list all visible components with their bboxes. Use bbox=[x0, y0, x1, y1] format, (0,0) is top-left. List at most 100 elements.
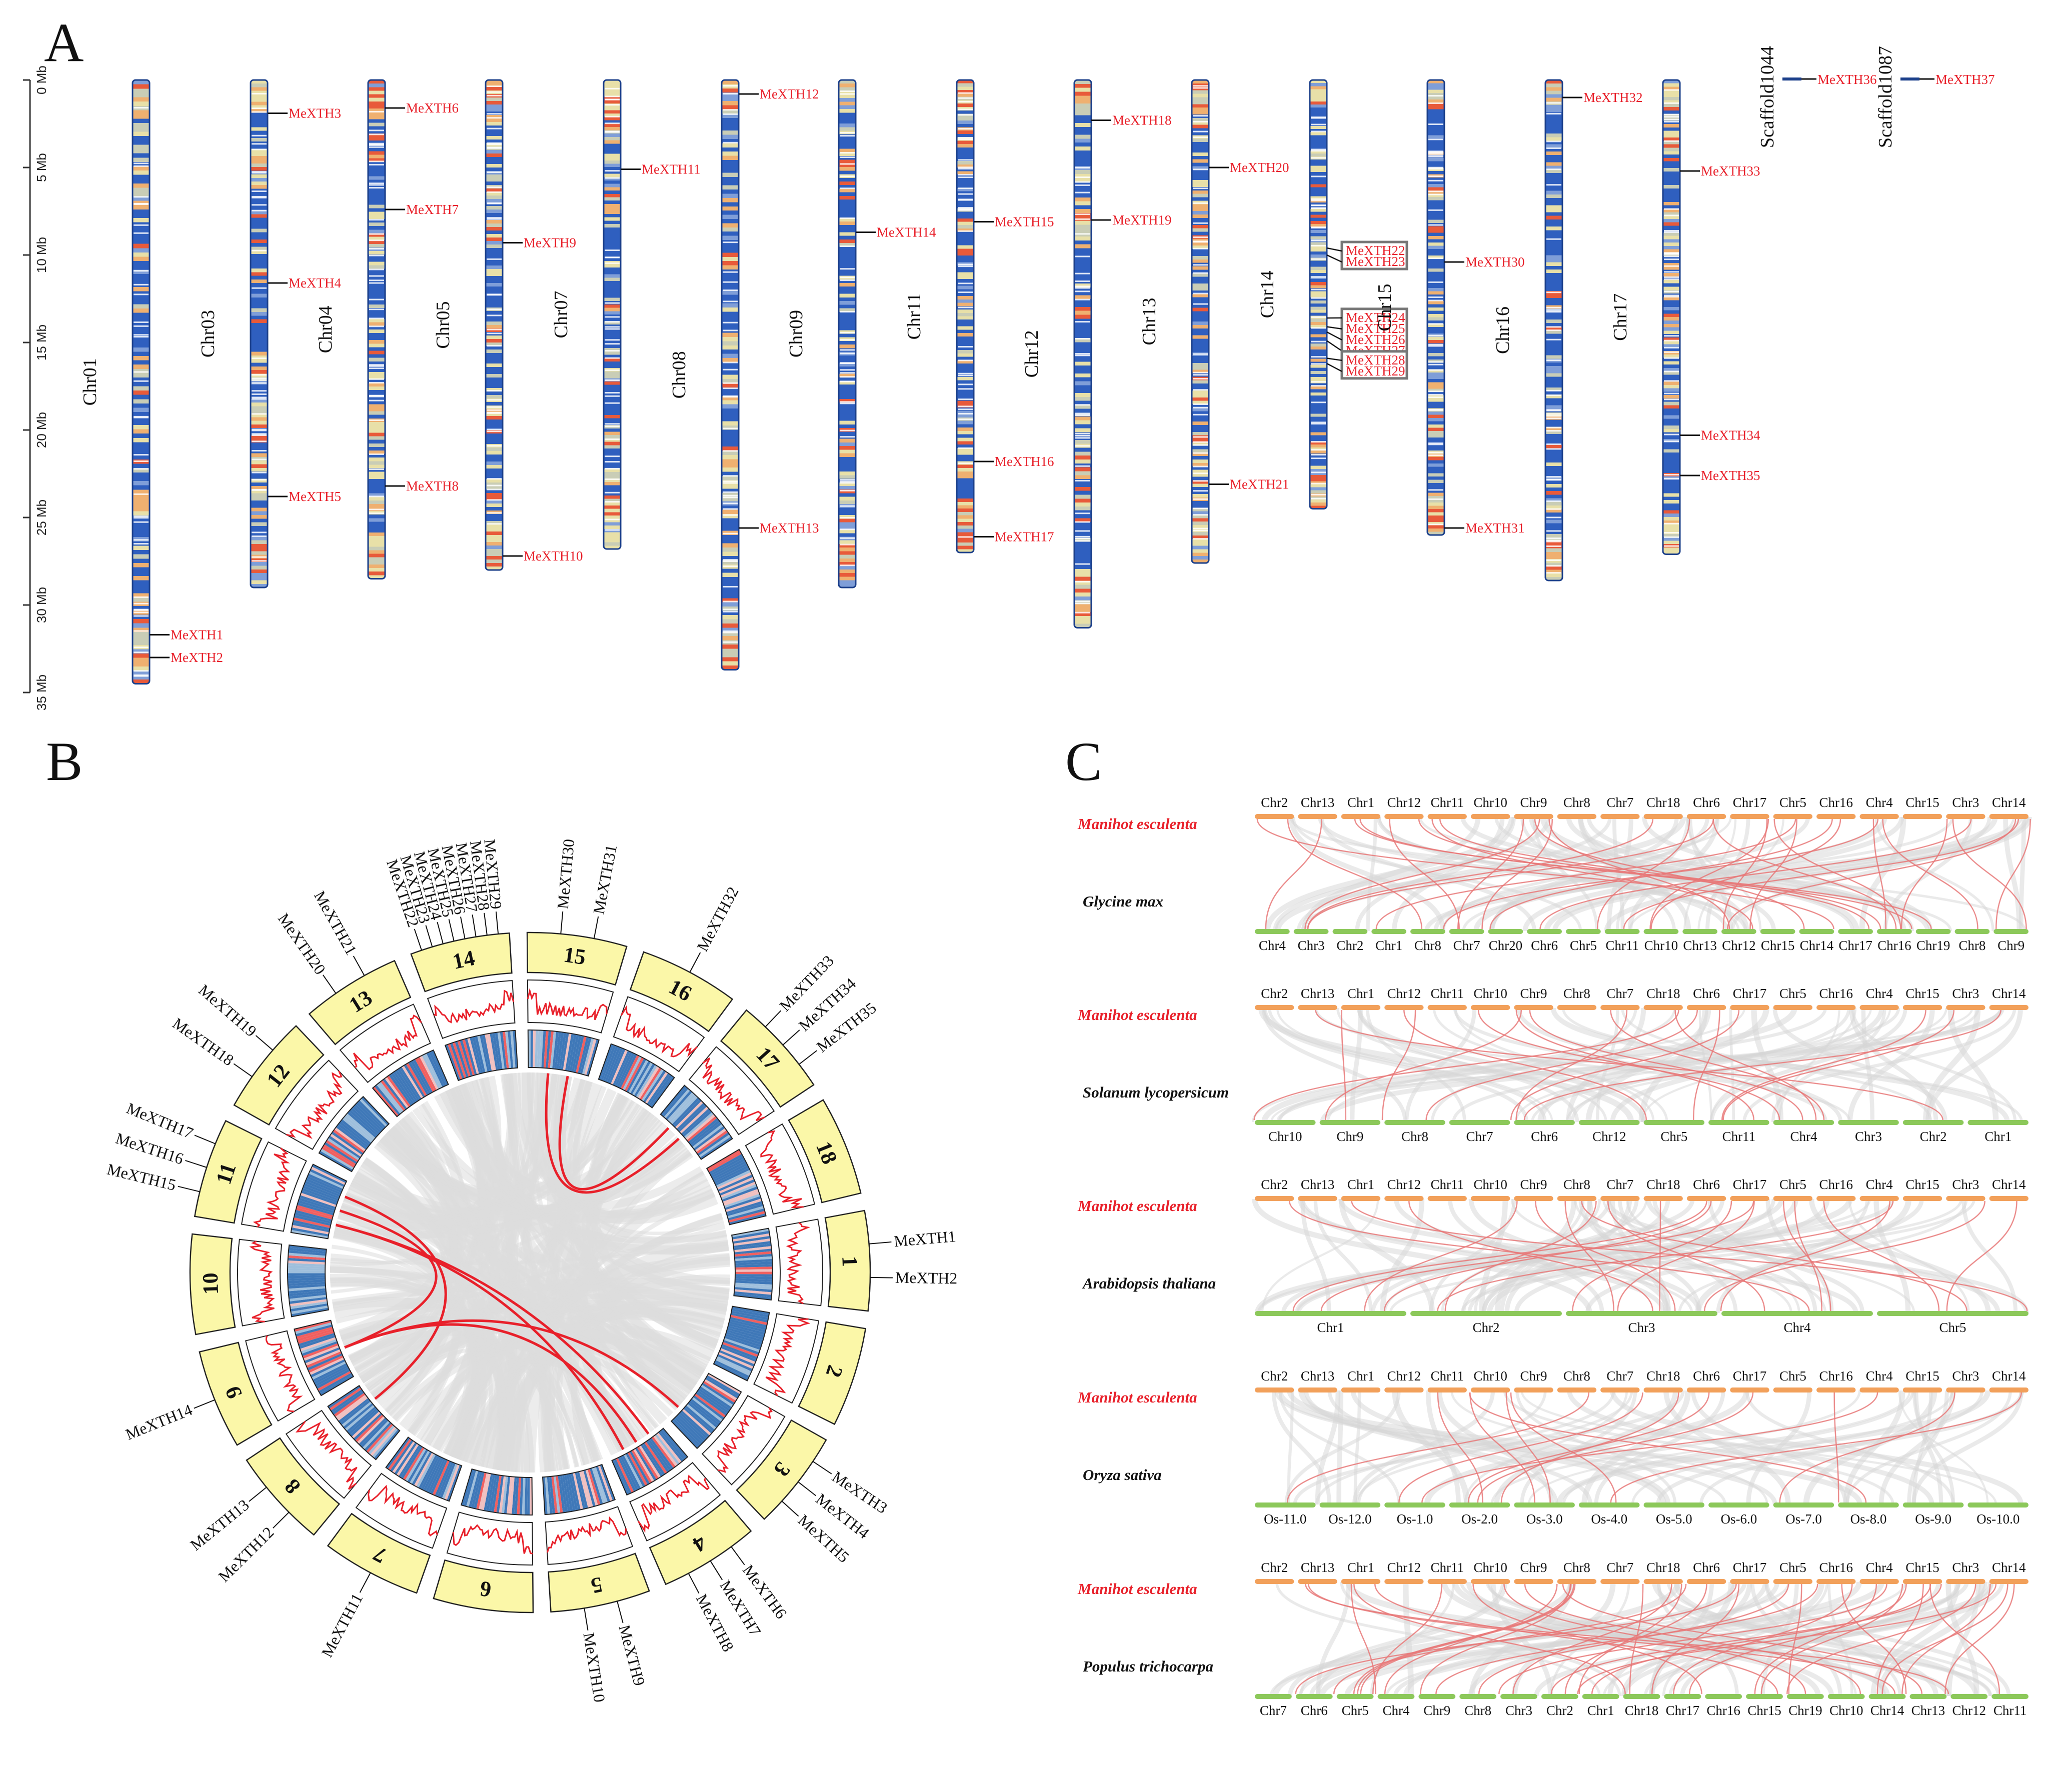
bottom-chr-label: Chr5 bbox=[1660, 1129, 1687, 1144]
heat-cell bbox=[455, 1041, 469, 1078]
band-stripe bbox=[1546, 443, 1561, 445]
band-stripe bbox=[1664, 346, 1679, 348]
heat-cell bbox=[304, 1183, 340, 1199]
heat-cell bbox=[641, 1068, 664, 1102]
heat-cell bbox=[347, 1111, 377, 1138]
heat-cell bbox=[548, 1030, 554, 1068]
band-stripe bbox=[1311, 441, 1326, 443]
bottom-chr-label: Chr1 bbox=[1317, 1320, 1344, 1335]
heat-cell bbox=[732, 1306, 770, 1316]
band-stripe bbox=[1193, 272, 1208, 274]
heat-cell bbox=[690, 1398, 722, 1424]
top-chr-label: Chr6 bbox=[1693, 986, 1720, 1001]
top-chr-label: Chr8 bbox=[1563, 1560, 1590, 1575]
synteny-link bbox=[1539, 818, 1972, 930]
band-stripe bbox=[840, 564, 855, 566]
synteny-link bbox=[1256, 818, 1834, 930]
heat-cell bbox=[412, 1451, 432, 1486]
gene-label: MeXTH30 bbox=[1465, 254, 1524, 270]
top-chr-label: Chr12 bbox=[1387, 1177, 1421, 1192]
heat-cell bbox=[733, 1240, 771, 1248]
density-line bbox=[546, 1516, 627, 1553]
chr-block bbox=[233, 1024, 325, 1126]
gene-tick bbox=[255, 1035, 274, 1051]
band-stripe bbox=[1075, 434, 1090, 436]
synteny-link bbox=[1510, 1010, 1740, 1120]
synteny-link bbox=[1307, 818, 1714, 930]
heat-cell bbox=[472, 1036, 484, 1074]
band-stripe bbox=[958, 398, 973, 400]
synteny-link bbox=[1292, 1200, 1707, 1312]
top-chr-label: Chr9 bbox=[1520, 1177, 1547, 1192]
band-stripe bbox=[487, 218, 502, 220]
top-chr-bar bbox=[1816, 1005, 1856, 1010]
band-stripe bbox=[1546, 500, 1561, 502]
band-stripe bbox=[1664, 208, 1679, 210]
synteny-link bbox=[1478, 1584, 1789, 1694]
top-chr-bar bbox=[1989, 1579, 2028, 1584]
heat-cell bbox=[624, 1057, 644, 1092]
heat-cell bbox=[298, 1332, 335, 1346]
bottom-chr-bar bbox=[1410, 1311, 1562, 1316]
heat-cell bbox=[492, 1032, 501, 1070]
heat-cell bbox=[702, 1382, 735, 1406]
synteny-background bbox=[1520, 1390, 1997, 1505]
band-stripe bbox=[1428, 151, 1443, 153]
chr-block bbox=[410, 932, 513, 992]
band-stripe bbox=[1193, 508, 1208, 510]
bottom-chr-label: Os-12.0 bbox=[1328, 1512, 1371, 1526]
chromosome-bar bbox=[956, 79, 975, 554]
band-stripe bbox=[134, 539, 149, 541]
top-chr-label: Chr17 bbox=[1733, 1560, 1767, 1575]
synteny-link bbox=[1437, 1200, 1894, 1312]
heat-cell bbox=[398, 1444, 421, 1478]
band-stripe bbox=[1193, 378, 1208, 380]
band-stripe bbox=[1075, 437, 1090, 439]
band-stripe bbox=[134, 107, 149, 109]
band-stripe bbox=[1428, 442, 1443, 444]
heat-cell bbox=[342, 1117, 373, 1143]
band-stripe bbox=[1546, 326, 1561, 328]
band-stripe bbox=[605, 501, 620, 503]
band-stripe bbox=[1193, 490, 1208, 492]
heat-cell bbox=[580, 1037, 592, 1074]
heat-cell bbox=[295, 1322, 332, 1334]
synteny-background bbox=[1404, 1008, 1477, 1122]
heat-cell bbox=[407, 1449, 429, 1483]
gene-label: MeXTH20 bbox=[1230, 160, 1289, 175]
heat-cell bbox=[735, 1264, 773, 1268]
chromosome-label: Chr04 bbox=[315, 306, 336, 353]
bottom-chr-bar bbox=[1993, 929, 2028, 934]
band-stripe bbox=[958, 230, 973, 232]
band-stripe bbox=[840, 246, 855, 248]
heat-cell bbox=[314, 1365, 349, 1384]
synteny-link bbox=[1722, 1010, 1955, 1120]
heat-cell bbox=[288, 1258, 326, 1262]
top-chr-label: Chr10 bbox=[1473, 1177, 1507, 1192]
gene-tick bbox=[472, 914, 477, 937]
heat-cell bbox=[734, 1244, 772, 1250]
synteny-link bbox=[1421, 1392, 1878, 1503]
band-stripe bbox=[487, 128, 502, 130]
top-chr-bar bbox=[1255, 1579, 1294, 1584]
gene-label: MeXTH35 bbox=[1701, 468, 1760, 483]
band-stripe bbox=[134, 196, 149, 198]
top-chr-label: Chr9 bbox=[1520, 1560, 1547, 1575]
heat-cell bbox=[311, 1166, 346, 1185]
gene-label: MeXTH36 bbox=[1817, 72, 1876, 87]
band-stripe bbox=[1193, 452, 1208, 454]
band-stripe bbox=[1193, 87, 1208, 89]
band-stripe bbox=[723, 85, 738, 87]
band-stripe bbox=[487, 523, 502, 525]
band-stripe bbox=[1193, 406, 1208, 408]
heat-cell bbox=[734, 1254, 772, 1259]
band-stripe bbox=[134, 203, 149, 205]
heat-cell bbox=[288, 1282, 326, 1286]
top-chr-bar bbox=[1643, 1388, 1683, 1392]
band-stripe bbox=[134, 543, 149, 545]
band-stripe bbox=[134, 162, 149, 164]
